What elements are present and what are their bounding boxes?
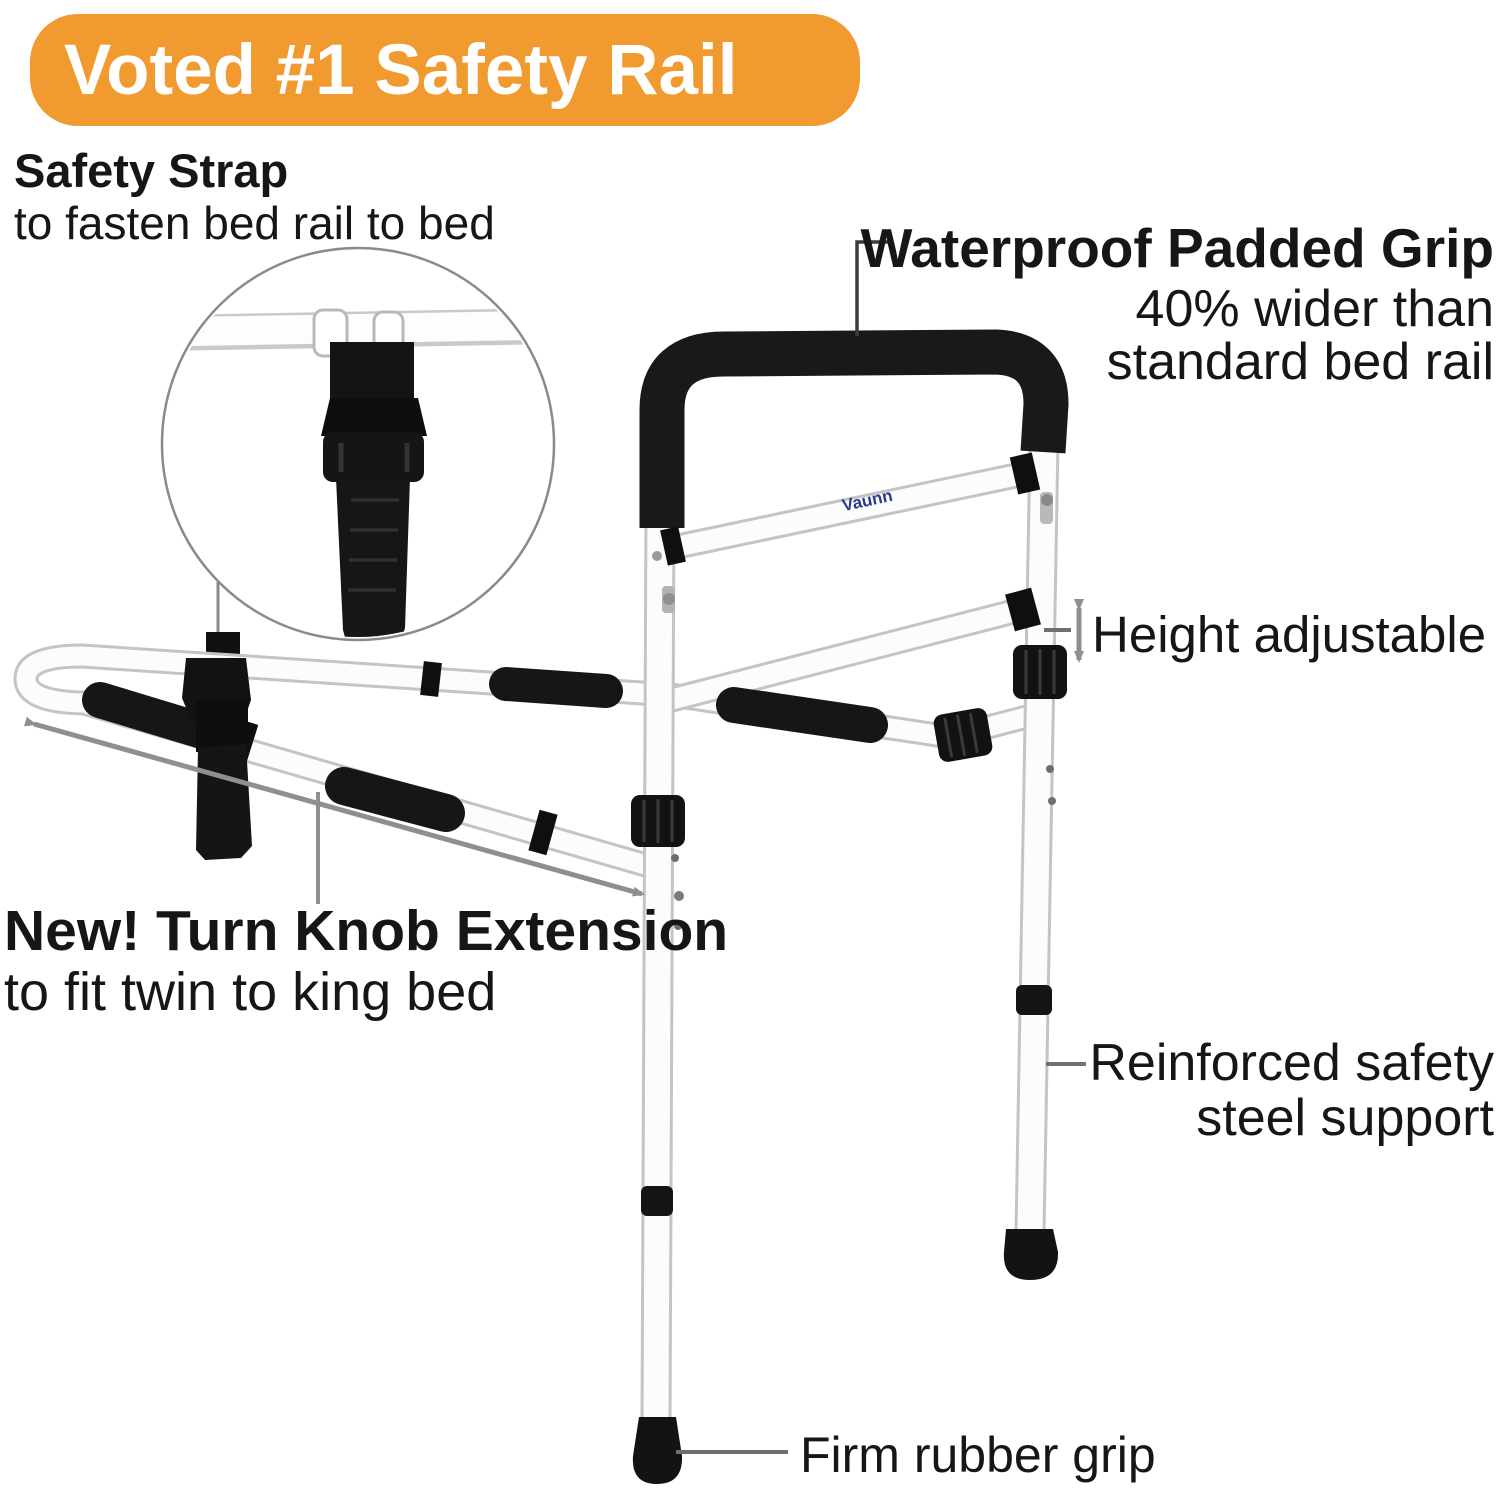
top-banner: Voted #1 Safety Rail: [30, 14, 860, 126]
steel-support-line2: steel support: [1196, 1089, 1494, 1147]
turn-knob-mid: [933, 708, 993, 762]
front-leg-ring: [641, 1186, 673, 1216]
front-rubber-foot: [632, 1417, 683, 1484]
safety-strap-subtitle: to fasten bed rail to bed: [14, 197, 495, 249]
screw-details: [652, 492, 1056, 930]
inset-strap: [321, 342, 427, 637]
turn-knob-title: New! Turn Knob Extension: [4, 899, 729, 963]
safety-strap-on-frame: [182, 658, 252, 860]
height-adjustable-label: Height adjustable: [1092, 606, 1487, 663]
lower-crossbar-tube: [666, 591, 1047, 713]
extension-direction-arrow: [23, 716, 645, 897]
upper-crossbar-tube: [663, 457, 1045, 562]
steel-support-line1: Reinforced safety: [1089, 1034, 1494, 1092]
rear-rubber-foot: [1003, 1229, 1059, 1280]
front-leg-tube: [640, 505, 676, 1425]
turn-knob-rear-leg: [1013, 645, 1067, 699]
rear-leg-ring: [1016, 985, 1052, 1015]
padded-grip-handle: [639, 329, 1069, 528]
safety-strap-inset: [160, 246, 556, 648]
padded-grip-leader-line: [855, 240, 892, 336]
padded-grip-line2: 40% wider than: [1135, 280, 1494, 338]
rear-leg-tube: [1014, 441, 1060, 1233]
under-bed-frame-tubes: [13, 643, 1042, 881]
rubber-grip-label: Firm rubber grip: [800, 1427, 1156, 1483]
safety-strap-title: Safety Strap: [14, 144, 289, 197]
banner-label: Voted #1 Safety Rail: [64, 30, 738, 110]
padded-grip-line3: standard bed rail: [1106, 333, 1494, 391]
turn-knob-subtitle: to fit twin to king bed: [4, 962, 497, 1022]
padded-grip-title: Waterproof Padded Grip: [860, 217, 1494, 279]
turn-knob-front-leg: [631, 795, 685, 847]
